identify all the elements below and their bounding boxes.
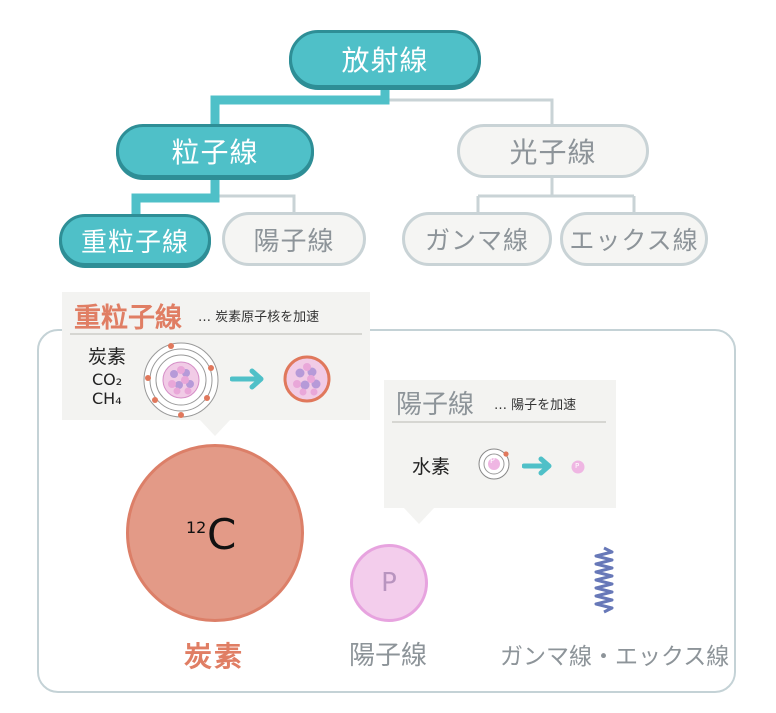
heavy-ion-subtitle: … 炭素原子核を加速 xyxy=(198,310,320,325)
node-x-ray: エックス線 xyxy=(560,212,708,266)
proton-subtitle: … 陽子を加速 xyxy=(494,398,577,413)
heavy-ion-title: 重粒子線 xyxy=(74,303,182,334)
proton-small-mark: P xyxy=(575,462,580,470)
formula-co2: CO₂ xyxy=(92,370,123,389)
proton-title: 陽子線 xyxy=(396,390,475,420)
carbon-label: 炭素 xyxy=(184,640,245,673)
carbon-symbol: C xyxy=(207,510,237,559)
node-gamma-ray: ガンマ線 xyxy=(402,212,552,266)
hydrogen-proton-mark: P xyxy=(490,456,495,465)
gamma-wave-icon xyxy=(594,546,614,614)
proton-label: 陽子線 xyxy=(349,641,428,671)
connector-particle-heavy xyxy=(131,178,220,214)
formula-ch4: CH₄ xyxy=(92,389,122,408)
carbon-atom-icon xyxy=(143,342,219,418)
node-proton-beam: 陽子線 xyxy=(222,212,366,266)
heavy-box-divider xyxy=(70,333,362,335)
node-radiation: 放射線 xyxy=(289,30,481,88)
hydrogen-label: 水素 xyxy=(412,456,451,478)
proton-circle: P xyxy=(350,544,428,622)
node-photon-beam: 光子線 xyxy=(457,124,649,178)
arrow-right-icon-2 xyxy=(522,456,552,476)
proton-info-box xyxy=(384,380,616,508)
gamma-xray-label: ガンマ線・エックス線 xyxy=(500,644,730,670)
comparison-frame xyxy=(37,329,736,693)
proton-small-icon xyxy=(571,460,585,474)
arrow-right-icon xyxy=(230,368,264,390)
connector-particle-proton xyxy=(213,178,296,212)
proton-symbol: P xyxy=(381,568,397,598)
carbon-mass-number: 12 xyxy=(186,518,207,537)
connector-photon-children xyxy=(476,176,636,212)
carbon-nucleus-icon xyxy=(283,355,331,403)
heavy-box-tail xyxy=(200,420,230,436)
heavy-element-label: 炭素 xyxy=(88,346,127,368)
connector-root-particle xyxy=(210,88,390,124)
hydrogen-atom-icon xyxy=(478,448,510,480)
connector-root-photon xyxy=(383,88,554,124)
carbon-circle xyxy=(126,444,304,622)
proton-box-divider xyxy=(392,421,606,423)
node-particle-beam: 粒子線 xyxy=(116,124,314,178)
proton-box-tail xyxy=(404,508,434,524)
node-heavy-ion-beam: 重粒子線 xyxy=(59,214,211,266)
